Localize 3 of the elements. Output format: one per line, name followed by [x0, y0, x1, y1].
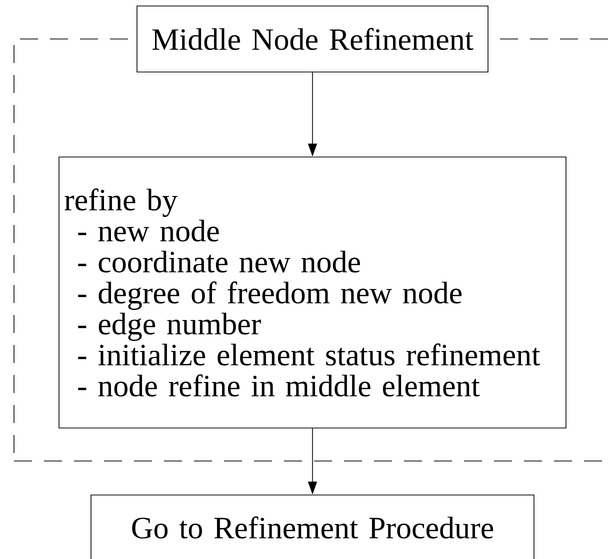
process-box: Middle Node Refinement — [136, 6, 488, 72]
process-box: Go to Refinement Procedure — [90, 494, 534, 559]
process-box: refine by - new node - coordinate new node - degree of freedom new node - edge number - initialize element status refinement - node refine in middle element — [58, 156, 566, 428]
